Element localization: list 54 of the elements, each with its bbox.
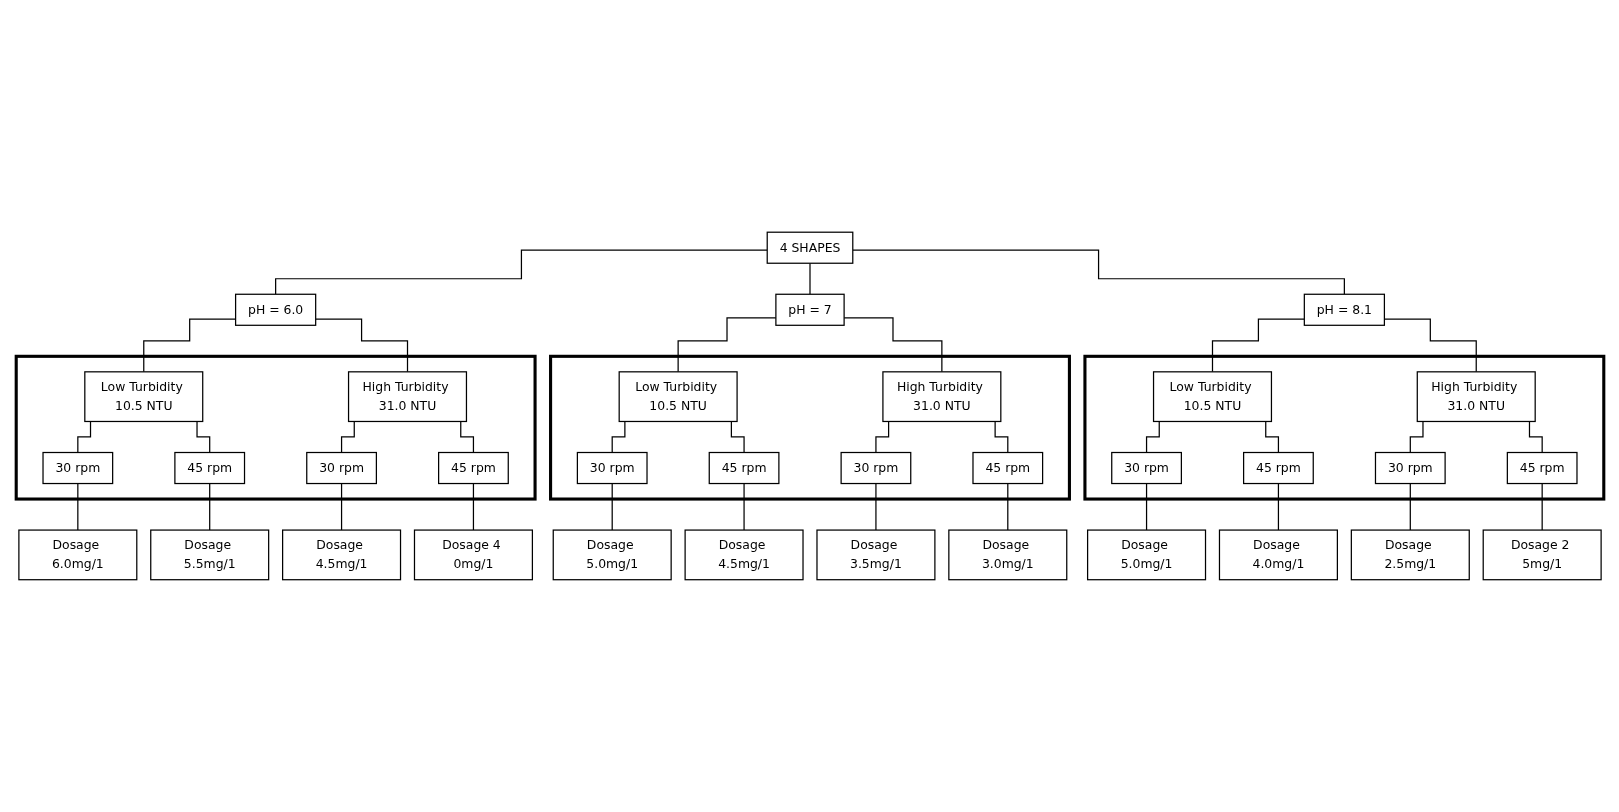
node-box: pH = 7 [774,293,845,326]
cluster [14,354,537,501]
node-box: 45 rpm [971,451,1043,485]
connector [340,482,342,531]
node-box: High Turbidity 31.0 NTU [1416,371,1536,423]
node-box: Dosage 5.0mg/1 [1086,529,1206,581]
node-box: Dosage 4.5mg/1 [684,529,804,581]
connector [843,317,942,373]
connector [742,482,745,531]
node-box: 30 rpm [576,451,648,485]
connector [1145,482,1147,531]
node-box: 45 rpm [1242,451,1314,485]
connector [1541,482,1543,531]
node-box: 45 rpm [708,451,779,485]
node-box: Dosage 5.5mg/1 [149,529,269,581]
node-box: 45 rpm [437,451,509,485]
connector [1409,482,1411,531]
node-box: 4 SHAPES [766,231,853,264]
node-box: High Turbidity 31.0 NTU [881,371,1001,423]
cluster [548,354,1071,501]
node-box: pH = 6.0 [234,293,316,326]
node-box: Dosage 2.5mg/1 [1350,529,1470,581]
connector [677,317,776,373]
connector [808,262,811,295]
connector [874,482,877,531]
node-box: Low Turbidity 10.5 NTU [83,371,203,423]
node-box: Dosage 4.0mg/1 [1218,529,1338,581]
connector [611,482,613,531]
node-box: 30 rpm [1110,451,1182,485]
node-box: Dosage 4.5mg/1 [281,529,401,581]
connector [1383,318,1477,373]
node-box: Dosage 2 5mg/1 [1482,529,1602,581]
node-box: Dosage 3.0mg/1 [947,529,1067,581]
connector [1006,482,1008,531]
connector [1277,482,1279,531]
cluster [1082,354,1605,501]
node-box: Low Turbidity 10.5 NTU [618,371,738,423]
node-box: 45 rpm [173,451,245,485]
node-box: Dosage 6.0mg/1 [17,529,137,581]
node-box: Dosage 5.0mg/1 [552,529,672,581]
node-box: Dosage 4 0mg/1 [413,529,533,581]
node-box: 30 rpm [840,451,911,485]
node-box: 30 rpm [41,451,113,485]
node-box: pH = 8.1 [1303,293,1385,326]
node-box: 45 rpm [1506,451,1578,485]
node-box: High Turbidity 31.0 NTU [347,371,467,423]
node-box: Dosage 3.5mg/1 [815,529,935,581]
node-box: Low Turbidity 10.5 NTU [1152,371,1272,423]
connector [472,482,474,531]
connector [142,318,236,373]
connector [208,482,210,531]
node-box: 30 rpm [1374,451,1446,485]
connector [76,482,78,531]
node-box: 30 rpm [305,451,377,485]
